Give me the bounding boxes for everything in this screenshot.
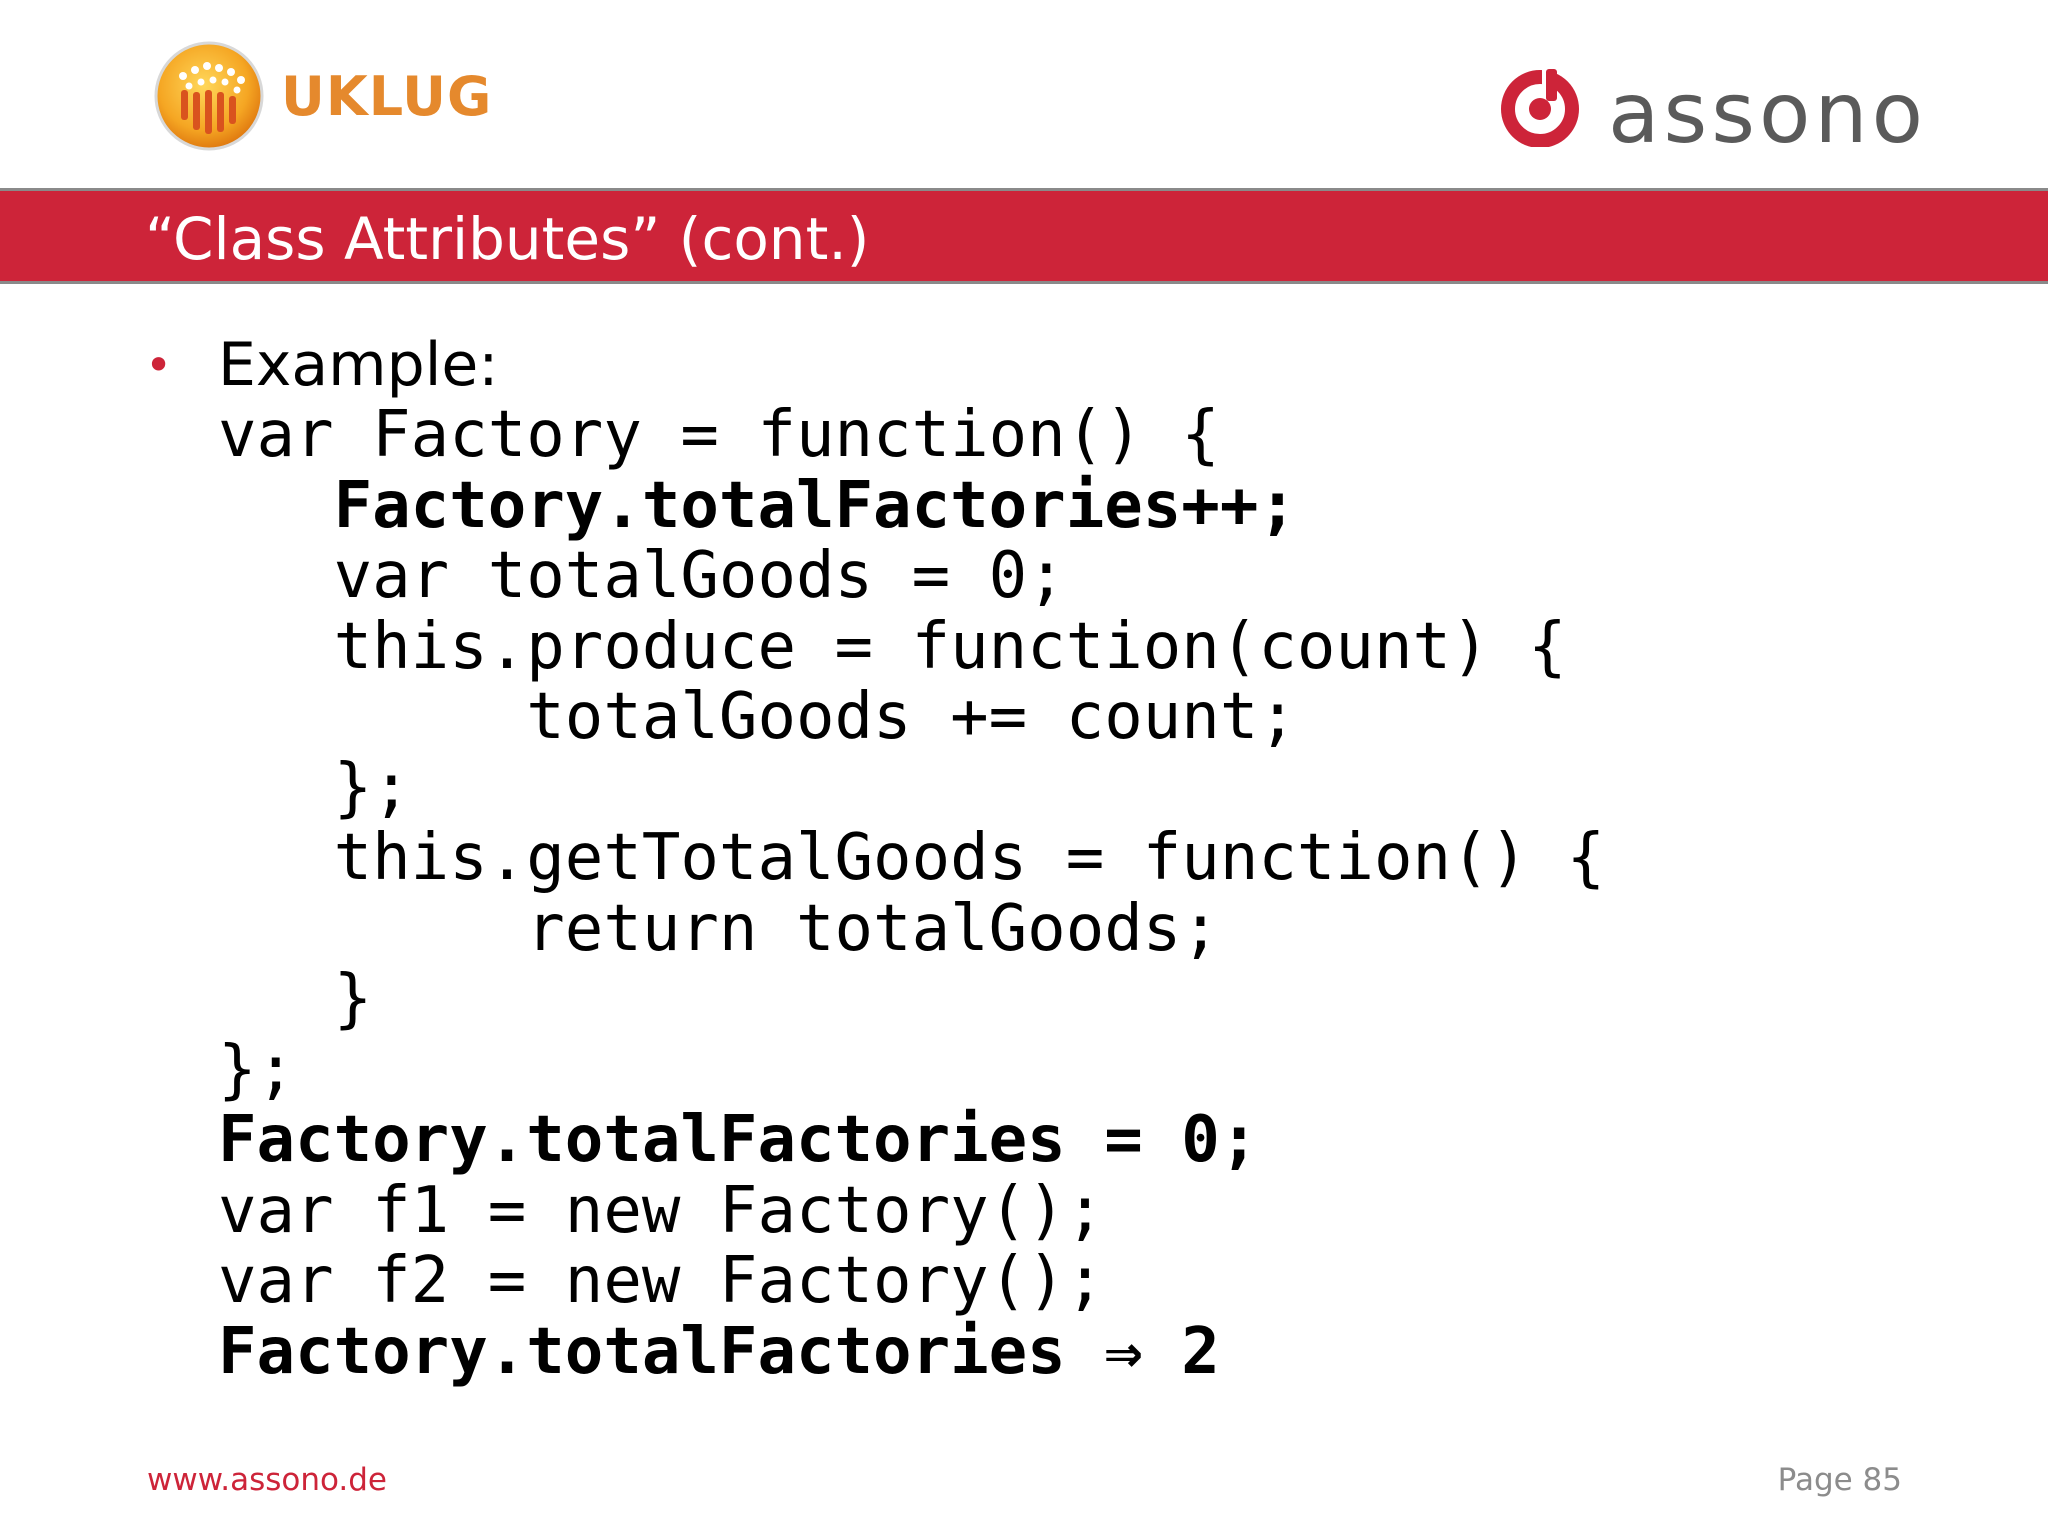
code-line: Factory.totalFactories = 0; [218,1103,1259,1177]
code-line: this.getTotalGoods = function() { [218,821,1606,895]
assono-logo-text: assono [1608,64,1928,162]
uklug-logo: UKLUG [153,40,492,152]
code-line: this.produce = function(count) { [218,609,1567,684]
code-line: var f1 = new Factory(); [218,1173,1105,1248]
assono-logo-icon [1501,67,1579,147]
code-line: }; [218,1032,296,1107]
page-number: Page 85 [1777,1462,1902,1498]
bullet-icon: • [145,338,173,392]
code-line: Factory.totalFactories ⇒ 2 [218,1314,1220,1389]
code-line: } [218,962,373,1036]
code-line: var Factory = function() { [218,398,1220,472]
bullet-label: Example: [218,330,499,400]
title-bar: “Class Attributes” (cont.) [0,188,2048,284]
assono-logo: assono [1500,52,1927,162]
footer-url-link[interactable]: www.assono.de [147,1462,388,1498]
code-line: Factory.totalFactories++; [218,468,1297,543]
code-block: var Factory = function() { Factory.total… [218,400,1605,1387]
uklug-logo-text: UKLUG [281,64,493,128]
slide-title: “Class Attributes” (cont.) [145,205,870,273]
code-line: var totalGoods = 0; [218,539,1066,613]
code-line: var f2 = new Factory(); [218,1244,1105,1318]
code-line: totalGoods += count; [218,680,1297,754]
code-line: }; [218,750,411,825]
uklug-logo-icon [154,41,264,151]
code-line: return totalGoods; [218,891,1220,966]
